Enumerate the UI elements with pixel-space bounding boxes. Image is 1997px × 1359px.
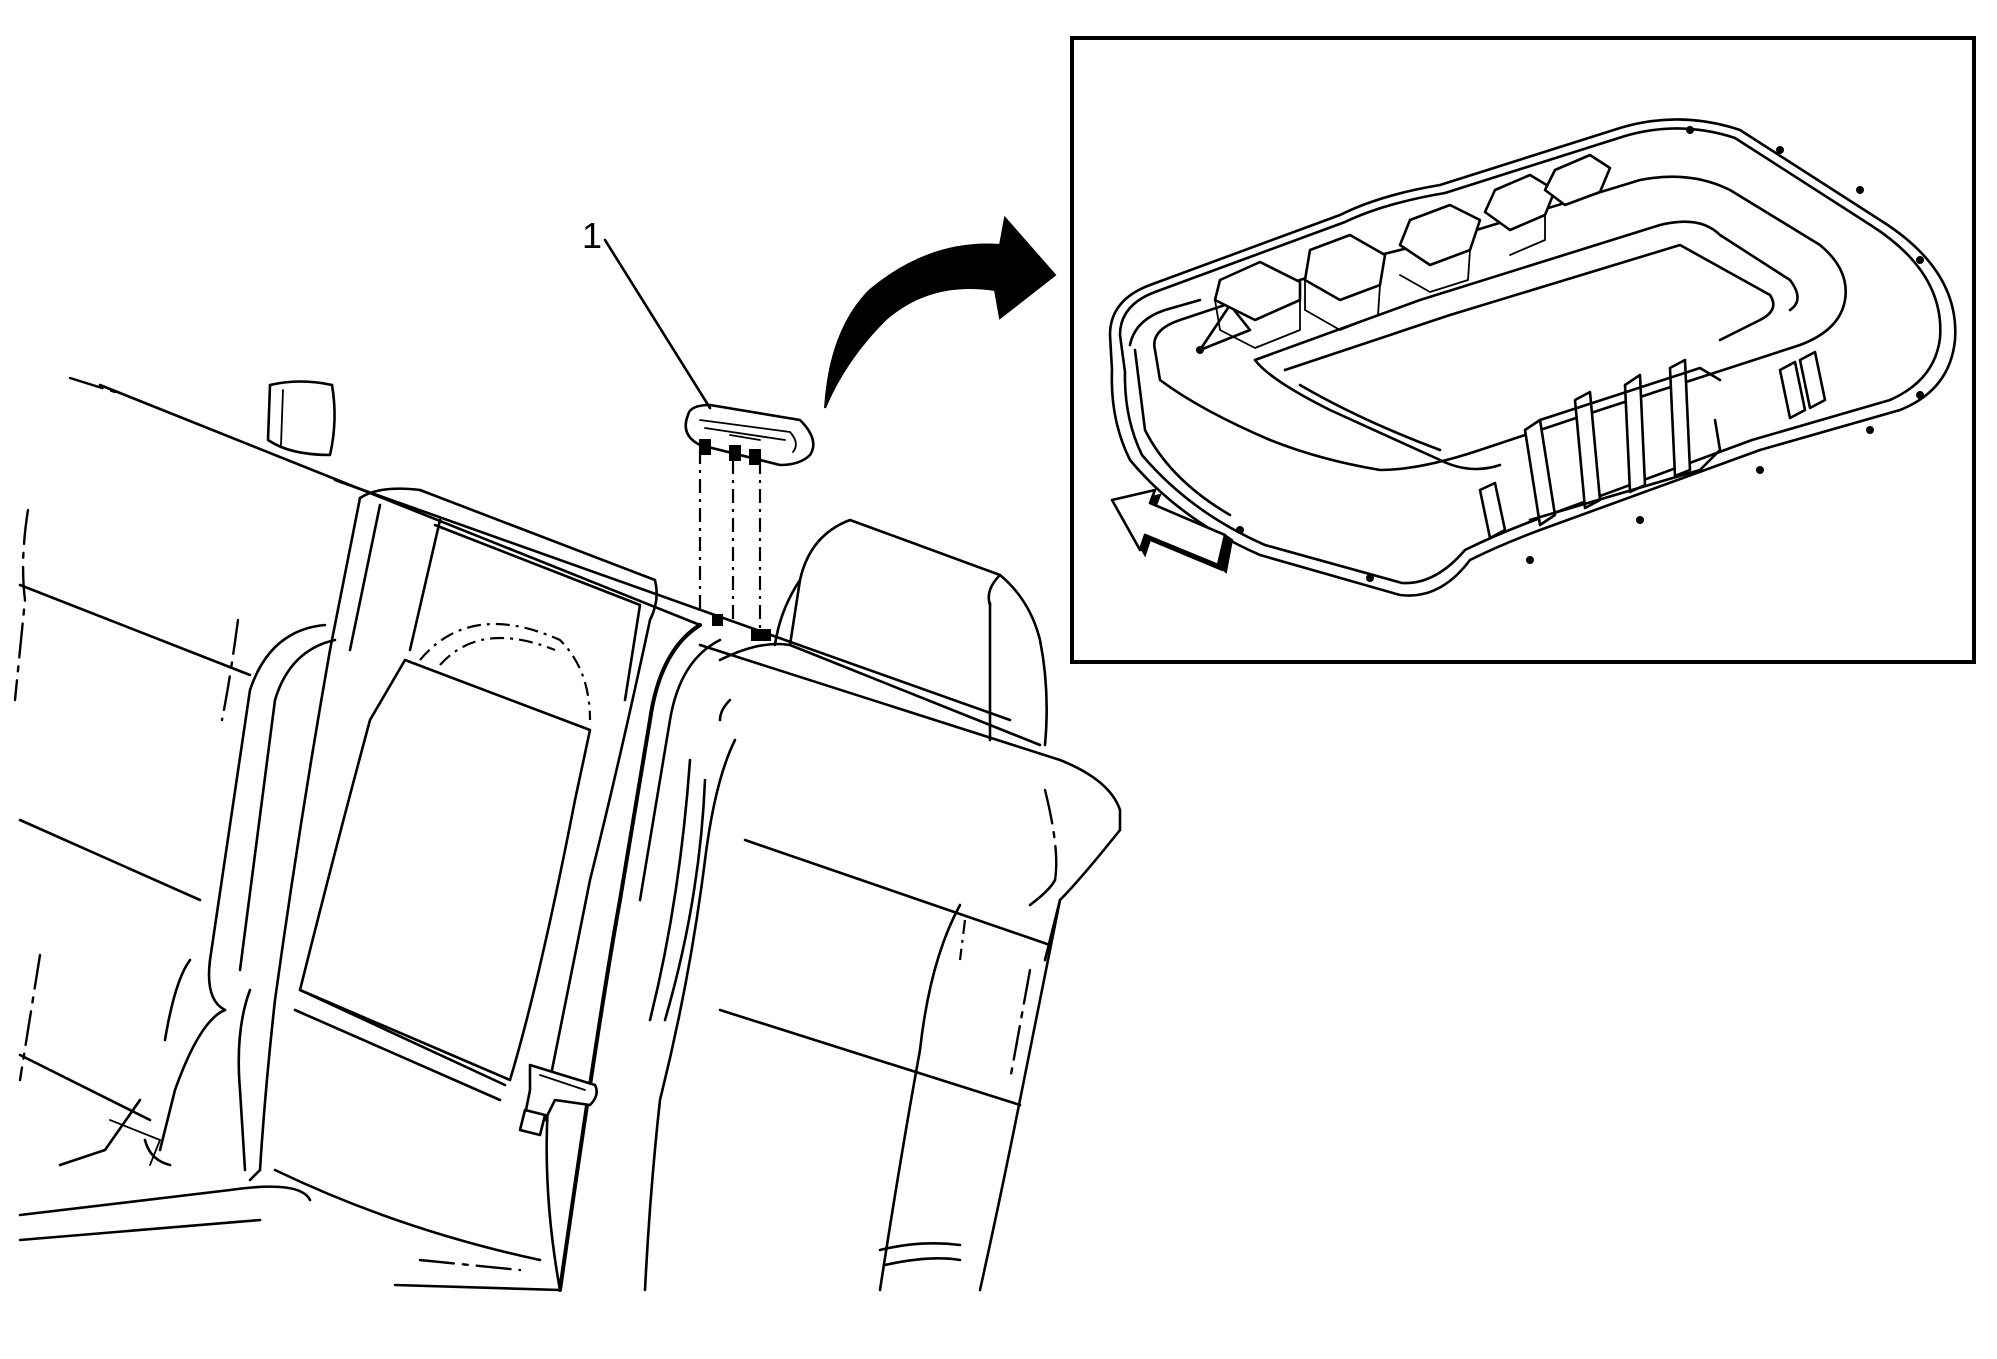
- callout-1: 1: [582, 215, 712, 410]
- callout-label: 1: [582, 215, 602, 256]
- headrest-guide-bezel-enlarged: [1108, 118, 1957, 597]
- left-seat-back: [248, 487, 658, 1292]
- right-seat-back: [643, 518, 1122, 1292]
- install-guide-lines: [698, 450, 771, 641]
- front-direction-arrow: [1110, 488, 1234, 574]
- detail-frame: [1070, 36, 1976, 664]
- left-headrest-stub: [266, 380, 336, 457]
- headrest-guide-bezel-small: [684, 403, 815, 467]
- center-seat-frame: [558, 623, 722, 1292]
- rear-seat-assembly: 1: [13, 215, 1122, 1292]
- left-bolster: [18, 618, 562, 1292]
- detail-inset: [1070, 36, 1976, 664]
- detail-view-arrow: [824, 215, 1057, 409]
- seat-belt-buckle: [518, 1063, 598, 1137]
